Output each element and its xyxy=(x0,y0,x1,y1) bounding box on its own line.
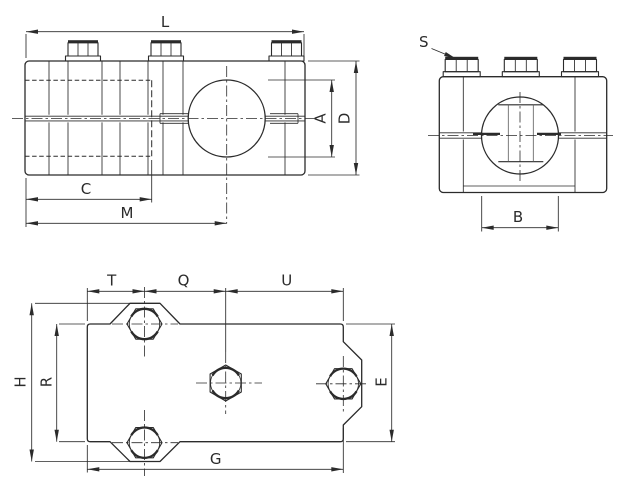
side-view: S B xyxy=(419,33,613,232)
dimension-H: H xyxy=(12,302,130,462)
side-bore-slot-lines xyxy=(507,104,534,162)
dimension-D: D xyxy=(308,60,360,176)
plan-plate-outline xyxy=(86,302,363,463)
dim-label-A: A xyxy=(312,113,330,124)
side-bolt-3 xyxy=(560,56,600,78)
dim-label-C: C xyxy=(81,180,91,198)
plan-centerlines xyxy=(112,287,368,476)
side-bolt-2 xyxy=(501,56,540,78)
front-bolt-3 xyxy=(268,40,305,62)
dimension-L: L xyxy=(25,13,305,58)
dimension-B: B xyxy=(481,196,559,232)
dim-label-B: B xyxy=(513,208,523,226)
dimension-T: T xyxy=(87,272,145,294)
dim-label-Q: Q xyxy=(178,272,190,290)
dimension-M: M xyxy=(26,204,227,226)
dimension-S: S xyxy=(419,33,457,59)
front-view: L A D C M xyxy=(12,13,360,227)
plan-extension-lines xyxy=(86,288,344,473)
dim-label-D: D xyxy=(336,113,354,125)
side-bore-chords xyxy=(498,104,544,163)
dimension-Q: Q xyxy=(144,272,226,294)
side-body-outline xyxy=(438,76,608,194)
dimension-C: C xyxy=(25,160,153,227)
dim-label-E: E xyxy=(373,377,391,386)
dim-label-M: M xyxy=(121,204,134,222)
front-bolt-2 xyxy=(147,40,185,62)
side-bolt-1 xyxy=(442,56,481,78)
side-interior-lines xyxy=(462,76,576,193)
dimension-E: E xyxy=(346,323,395,443)
side-split-slot xyxy=(439,132,607,139)
front-split-slot xyxy=(25,113,305,124)
dimension-G: G xyxy=(87,450,344,472)
dim-label-H: H xyxy=(12,376,30,387)
dim-label-R: R xyxy=(38,377,56,387)
dimension-A: A xyxy=(268,79,335,158)
plan-view: T Q U H R E G xyxy=(12,272,395,476)
front-body-outline xyxy=(24,60,306,176)
dimension-U: U xyxy=(225,272,344,294)
dim-label-T: T xyxy=(106,272,117,290)
front-bolt-1 xyxy=(64,40,102,62)
dim-label-L: L xyxy=(161,13,170,31)
dimension-R: R xyxy=(38,323,85,443)
dim-label-U: U xyxy=(281,272,292,290)
front-interior-lines xyxy=(48,61,286,175)
dim-label-S: S xyxy=(419,33,429,51)
dim-label-G: G xyxy=(210,450,222,468)
